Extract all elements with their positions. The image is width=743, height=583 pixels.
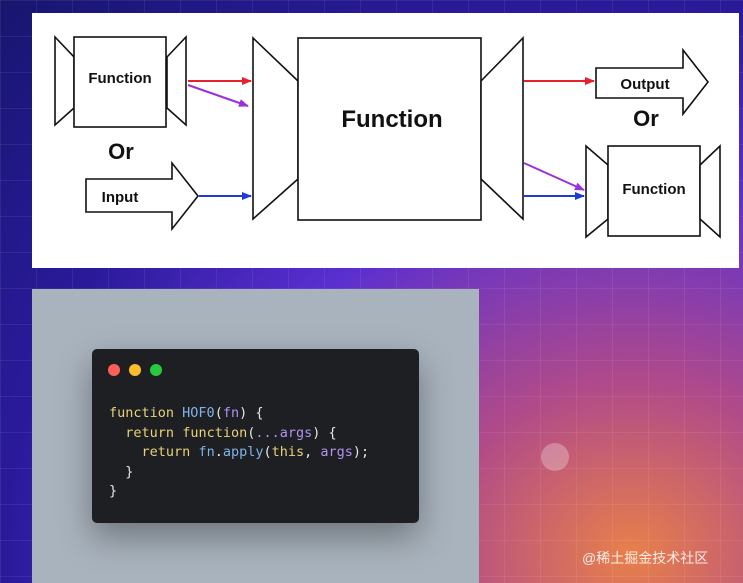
minimize-dot[interactable] <box>129 364 141 376</box>
code-line: } <box>109 482 369 502</box>
code-token: . <box>214 444 223 460</box>
code-token: ) { <box>312 424 337 441</box>
left-function-box <box>73 36 167 128</box>
code-token <box>174 405 182 421</box>
code-token: } <box>109 463 134 480</box>
code-token: this <box>271 444 305 460</box>
code-token: ); <box>352 444 370 460</box>
code-token: HOF0 <box>182 405 215 421</box>
code-token: fn <box>198 444 215 460</box>
left-function-funnel-in <box>54 34 75 127</box>
code-line: return fn.apply(this, args); <box>109 443 370 463</box>
right-function-funnel-out <box>699 144 721 239</box>
left-function-label: Function <box>88 70 151 87</box>
center-function-funnel-out <box>480 36 524 221</box>
code-token: return <box>141 444 191 460</box>
code-token: function <box>182 424 248 441</box>
output-label: Output <box>620 76 669 93</box>
right-function-label: Function <box>622 181 685 198</box>
code-token <box>174 425 182 441</box>
right-function-funnel-in <box>585 144 609 239</box>
center-function-box <box>297 37 482 221</box>
code-block: function HOF0(fn) { return function(...a… <box>109 404 369 502</box>
code-token: args <box>320 444 353 460</box>
code-token: ( <box>214 405 223 421</box>
code-token: ( <box>247 424 256 441</box>
left-function-funnel-out <box>166 34 187 127</box>
left-or-label: Or <box>108 139 134 164</box>
background-circle <box>541 443 569 471</box>
purple-arrow-left <box>187 84 249 107</box>
code-token: function <box>109 405 175 421</box>
output-arrow-shape <box>595 47 710 117</box>
code-token: fn <box>222 405 240 421</box>
higher-order-function-diagram: Function Or Input Function Output Or Fun… <box>54 34 721 239</box>
code-token: apply <box>222 444 264 460</box>
code-token: } <box>109 483 118 499</box>
code-line: return function(...args) { <box>109 424 369 444</box>
code-line: } <box>109 463 369 483</box>
diagram-panel: Function Or Input Function Output Or Fun… <box>32 13 739 268</box>
close-dot[interactable] <box>108 364 120 376</box>
center-function-funnel-in <box>252 36 299 221</box>
watermark: @稀土掘金技术社区 <box>582 550 709 566</box>
code-token <box>109 425 125 441</box>
code-token: ) { <box>239 405 264 421</box>
right-function-box <box>607 145 701 237</box>
maximize-dot[interactable] <box>150 364 162 376</box>
code-token: return <box>125 424 175 441</box>
code-line: function HOF0(fn) { <box>109 404 369 424</box>
code-token: ...args <box>255 424 313 441</box>
purple-arrow-right <box>523 162 585 191</box>
code-panel: function HOF0(fn) { return function(...a… <box>32 289 479 583</box>
right-or-label: Or <box>633 106 659 131</box>
center-function-label: Function <box>341 106 442 133</box>
code-token: , <box>304 444 321 460</box>
code-token <box>109 444 142 460</box>
code-window: function HOF0(fn) { return function(...a… <box>92 349 419 523</box>
input-arrow-shape <box>85 160 200 232</box>
code-token: ( <box>263 444 272 460</box>
input-label: Input <box>102 189 139 206</box>
